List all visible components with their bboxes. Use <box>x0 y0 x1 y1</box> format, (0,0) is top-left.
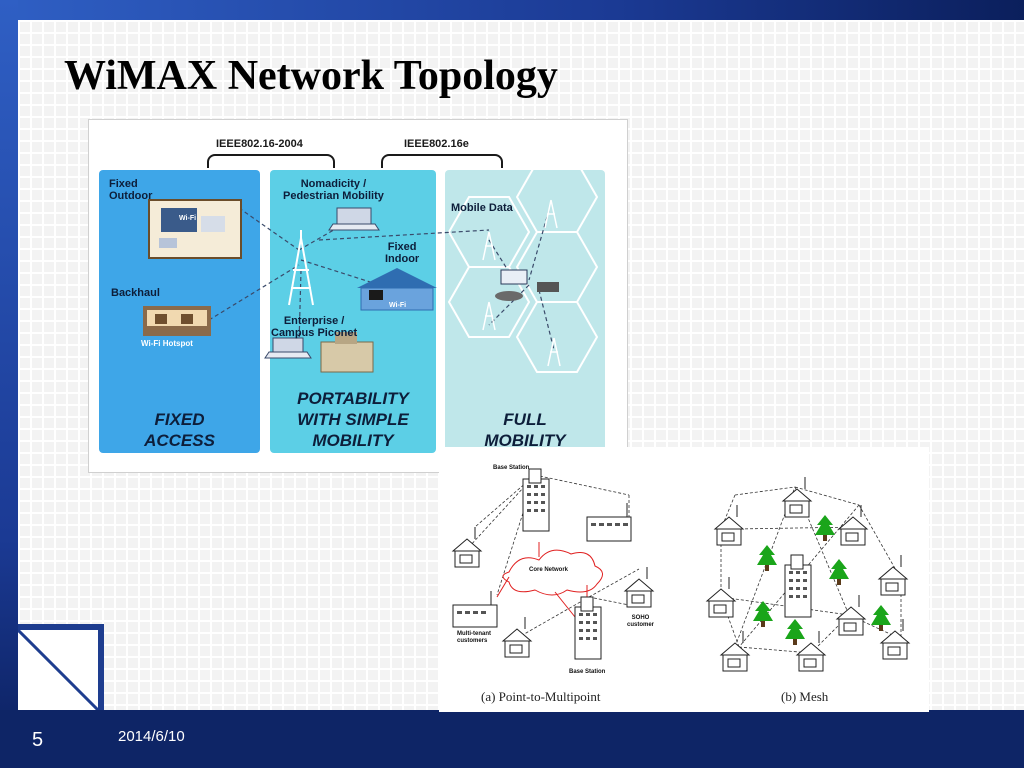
access-diagram-graphics <box>143 161 599 373</box>
top-frame-bar <box>0 0 1024 20</box>
portability-title: PORTABILITY WITH SIMPLE MOBILITY <box>297 389 409 450</box>
footer-bar <box>0 710 1024 768</box>
slide-date: 2014/6/10 <box>118 728 185 745</box>
topology-diagram: Base Station Core Network Multi-tenant c… <box>439 447 929 712</box>
full-mobility-panel <box>445 170 605 453</box>
full-mobility-title: FULL MOBILITY <box>484 410 566 450</box>
core-network-label: Core Network <box>529 567 569 573</box>
page-title: WiMAX Network Topology <box>64 53 558 99</box>
left-frame-bar <box>0 0 18 768</box>
corner-decoration <box>18 624 104 710</box>
wimax-access-diagram: IEEE802.16-2004 IEEE802.16e <box>88 119 628 473</box>
fixed-indoor-label: Fixed Indoor <box>385 241 420 265</box>
page-number: 5 <box>32 729 44 751</box>
nomadicity-label: Nomadicity / Pedestrian Mobility <box>283 178 384 202</box>
enterprise-label: Enterprise / Campus Piconet <box>271 315 358 339</box>
standard-label-2004: IEEE802.16-2004 <box>216 138 303 150</box>
fixed-outdoor-label: Fixed Outdoor <box>109 178 153 202</box>
standard-brace-16e <box>381 154 503 168</box>
standard-label-16e: IEEE802.16e <box>404 138 469 150</box>
mobile-data-label: Mobile Data <box>451 202 513 214</box>
wifi-label-outdoor: Wi-Fi <box>179 215 197 222</box>
caption-mesh: (b) Mesh <box>781 689 829 704</box>
fixed-access-title: FIXED ACCESS <box>144 410 215 450</box>
caption-point-to-multipoint: (a) Point-to-Multipoint <box>481 689 601 704</box>
backhaul-label: Backhaul <box>111 287 160 299</box>
base-station-bottom-label: Base Station <box>569 669 606 675</box>
base-station-top-label: Base Station <box>493 465 530 471</box>
topology-graphics <box>452 468 910 672</box>
multi-tenant-label: Multi-tenant customers <box>457 631 491 644</box>
standard-brace-2004 <box>207 154 335 168</box>
soho-label: SOHO customer <box>627 615 655 628</box>
wifi-hotspot-label: Wi-Fi Hotspot <box>141 339 193 348</box>
wifi-label-indoor: Wi-Fi <box>389 302 407 309</box>
